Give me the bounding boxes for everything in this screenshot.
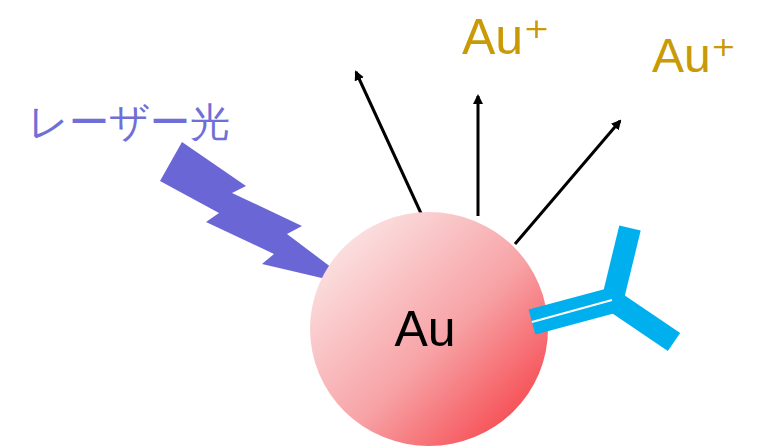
- antibody: [532, 228, 674, 342]
- ion-label: Au⁺: [652, 32, 736, 80]
- emission-arrow: [477, 96, 480, 216]
- particle-label: Au: [394, 304, 455, 354]
- node-text-box: Au: [310, 212, 548, 446]
- emission-arrow: [515, 121, 620, 244]
- circle-fill: [310, 212, 548, 446]
- laser-label: レーザー光: [28, 102, 230, 142]
- emission-arrow: [356, 72, 425, 222]
- laser-bolt: [160, 142, 356, 286]
- ion-label: Au⁺: [462, 12, 550, 62]
- gold-particle: Au: [310, 212, 548, 446]
